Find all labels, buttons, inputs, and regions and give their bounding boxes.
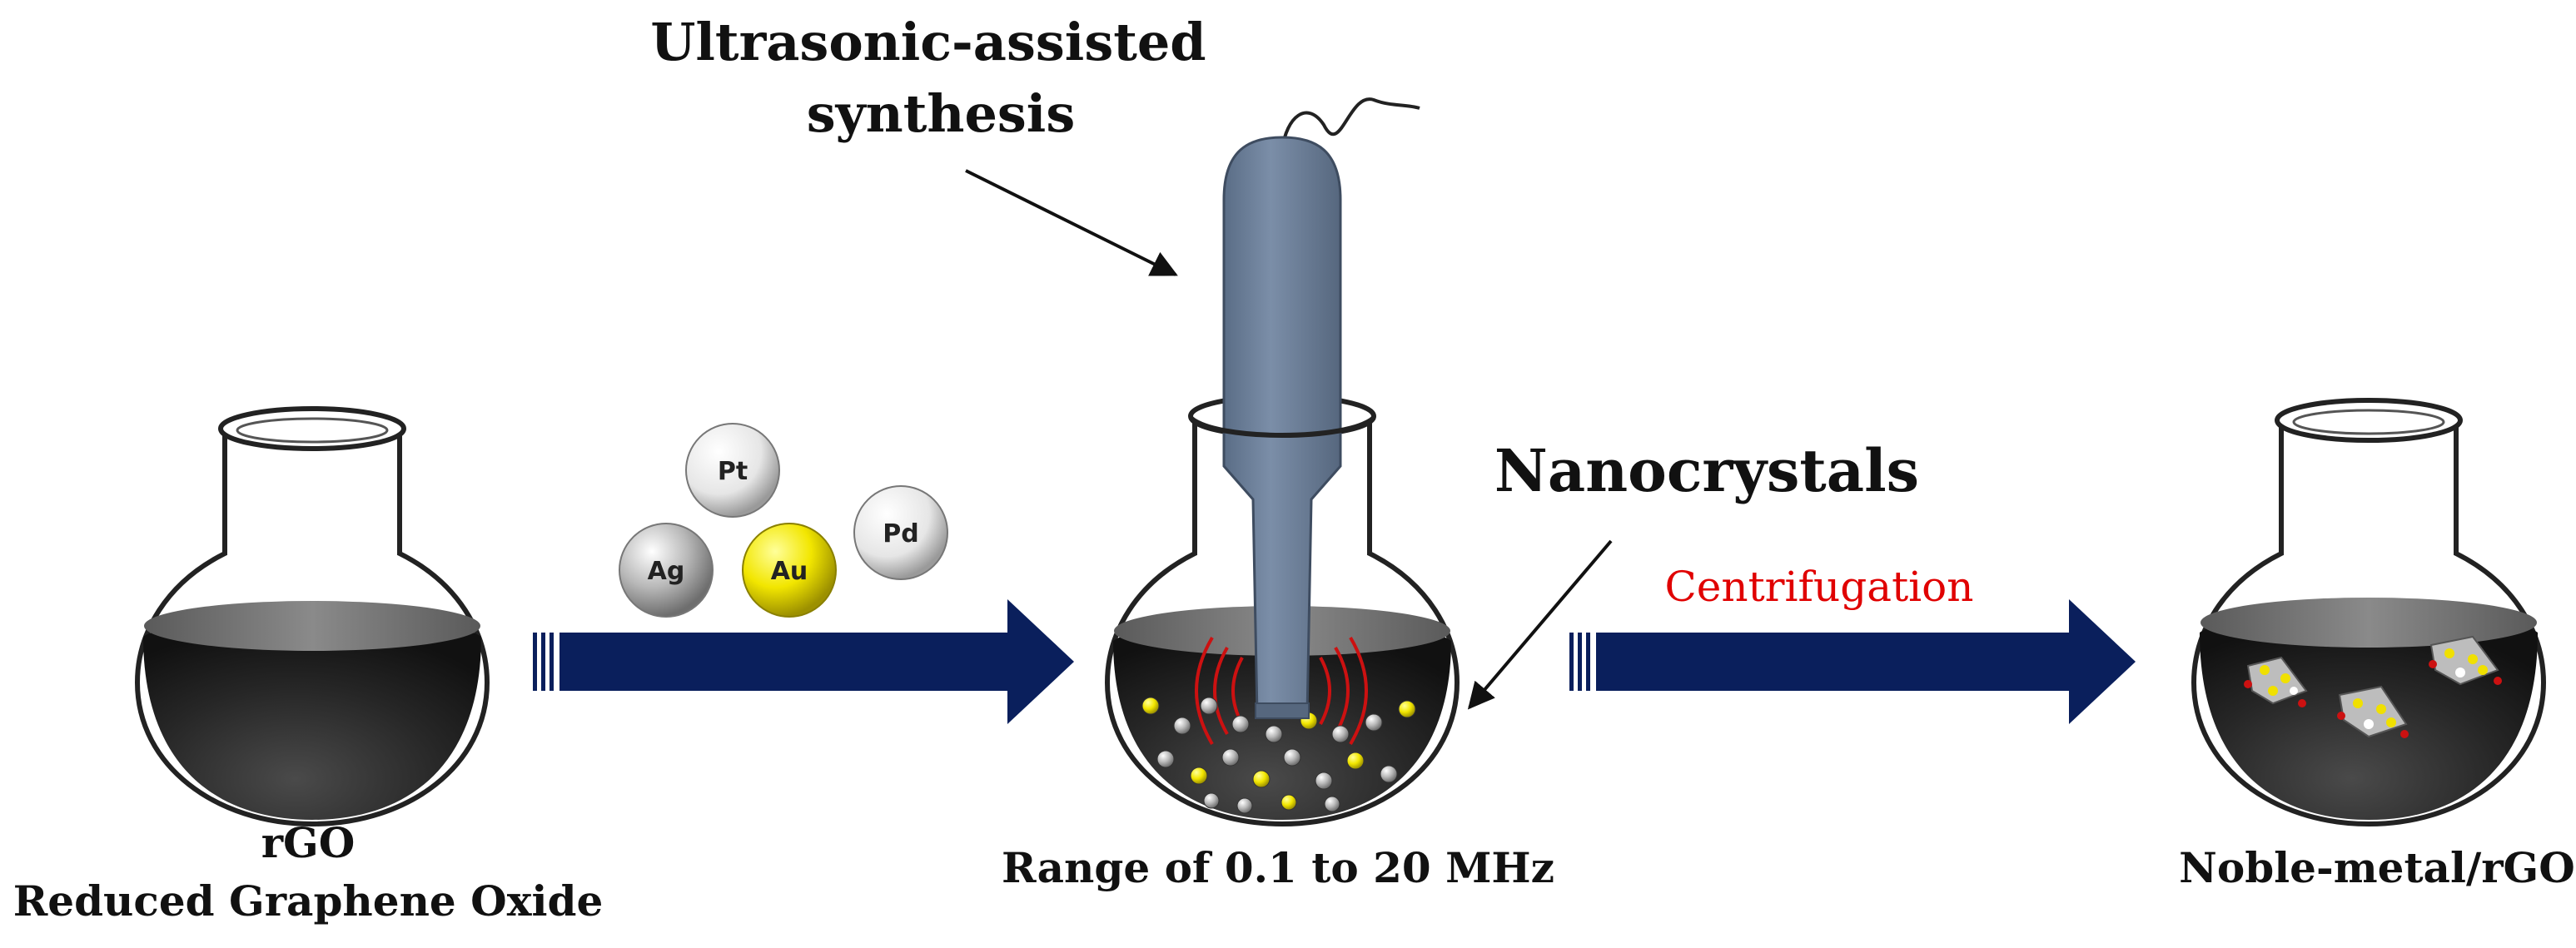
title-pointer-arrow [965, 169, 1178, 276]
ultrasonic-waves [1195, 636, 1368, 746]
frequency-range-label: Range of 0.1 to 20 MHz [1002, 843, 1554, 892]
silver-label: Ag [648, 557, 685, 586]
composite-sheet-2 [2337, 685, 2409, 738]
platinum-label: Pt [718, 457, 748, 486]
title-line-2: synthesis [807, 83, 1076, 144]
probe-horn [1222, 136, 1342, 717]
flask-rgo [134, 406, 490, 827]
metal-spheres: Pt Ag Au Pd [619, 423, 948, 618]
probe-cable [1281, 97, 1420, 151]
nanoparticles [1141, 697, 1416, 814]
gold-sphere: Au [742, 523, 837, 618]
nanocrystals-pointer-arrow [1467, 539, 1613, 710]
palladium-sphere: Pd [853, 485, 948, 580]
flask-product [2191, 398, 2547, 827]
flask-rgo-liquid-surface [144, 601, 480, 651]
noble-metal-rgo-label: Noble-metal/rGO [2179, 843, 2575, 892]
ultrasonic-probe [1222, 97, 1420, 719]
flask-product-rim-inner [2292, 409, 2445, 435]
composite-sheet-3 [2429, 635, 2502, 686]
probe-tip [1255, 702, 1310, 719]
flask-rgo-sublabel: Reduced Graphene Oxide [13, 876, 604, 926]
silver-sphere: Ag [619, 523, 714, 618]
gold-label: Au [771, 557, 808, 586]
process-arrow-2 [1569, 599, 2136, 724]
flask-rgo-label: rGO [261, 818, 356, 867]
process-arrow-1 [533, 599, 1074, 724]
flask-sonication-rim-front [1188, 415, 1376, 438]
nanocrystals-label: Nanocrystals [1494, 436, 1919, 505]
flask-product-liquid-surface [2201, 598, 2537, 648]
composite-sheet-1 [2244, 656, 2308, 707]
flask-rgo-rim-inner [236, 417, 389, 444]
palladium-label: Pd [883, 519, 918, 548]
centrifugation-label: Centrifugation [1665, 563, 1974, 611]
title-line-1: Ultrasonic-assisted [650, 12, 1206, 72]
flask-rgo-liquid [143, 614, 481, 820]
platinum-sphere: Pt [685, 423, 780, 518]
